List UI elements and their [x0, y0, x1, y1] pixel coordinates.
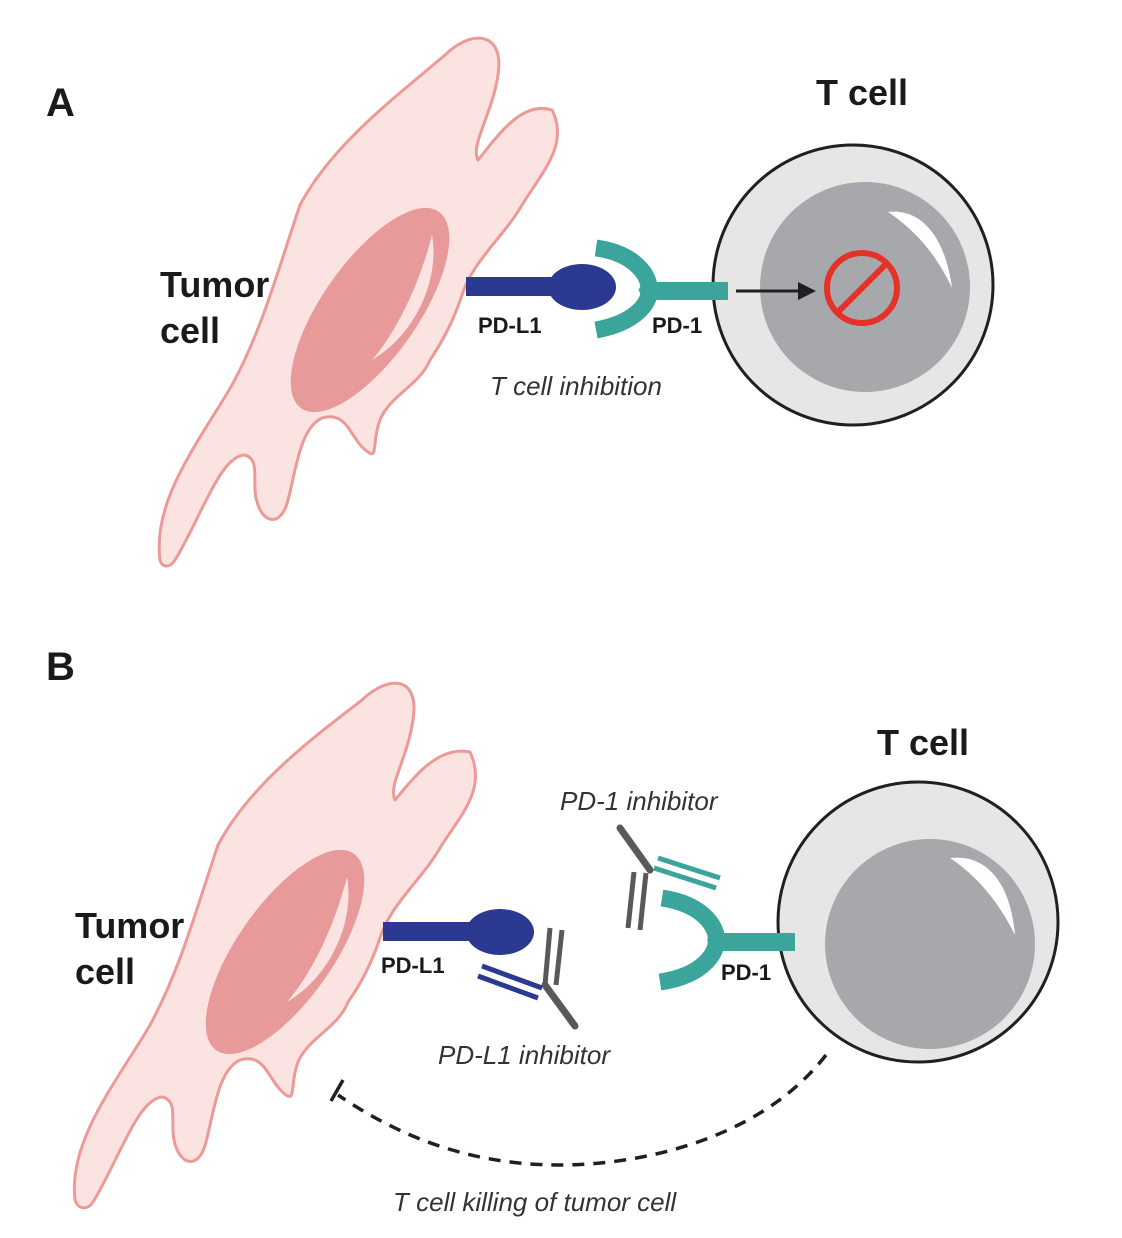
pd1-receptor-b — [658, 889, 795, 991]
panel-b-label: B — [46, 645, 75, 689]
t-cell-a — [711, 143, 995, 427]
killing-label: T cell killing of tumor cell — [393, 1187, 677, 1217]
panel-a: A PD-L1 T cell PD-1 — [46, 36, 995, 568]
t-cell-label-b: T cell — [877, 722, 969, 763]
tumor-nucleus-a — [290, 207, 450, 413]
interaction-label-a: T cell inhibition — [490, 371, 662, 401]
t-cell-label-a: T cell — [816, 72, 908, 113]
pd1-inhibitor-label: PD-1 inhibitor — [560, 786, 719, 816]
pdl1-inhibitor-label: PD-L1 inhibitor — [438, 1040, 611, 1070]
killing-arc — [337, 1053, 828, 1167]
tumor-cell-label-b: Tumor cell — [75, 905, 194, 992]
pdl1-receptor-a — [466, 264, 616, 310]
pdl1-inhibitor-antibody — [477, 927, 579, 1030]
tumor-label-line1-a: Tumor — [160, 264, 269, 305]
t-cell-highlight-b — [950, 857, 1015, 935]
tumor-label-line2-a: cell — [160, 310, 220, 351]
pd1-receptor-a — [594, 239, 728, 339]
pdl1-label-b: PD-L1 — [381, 953, 445, 978]
nucleus-highlight-b — [287, 877, 349, 1002]
pdl1-receptor-b — [383, 909, 534, 955]
pdl1-label-a: PD-L1 — [478, 313, 542, 338]
pd1-label-b: PD-1 — [721, 960, 771, 985]
t-cell-highlight-a — [888, 211, 952, 288]
pd1-inhibitor-antibody — [616, 824, 721, 931]
tumor-label-line2-b: cell — [75, 951, 135, 992]
signal-arrow-a — [736, 282, 816, 300]
panel-a-label: A — [46, 81, 75, 125]
t-cell-b — [776, 780, 1060, 1064]
panel-b: B PD-L1 PD-L1 inhibitor T cell — [46, 645, 1060, 1217]
inhibition-bar — [329, 1079, 345, 1102]
tumor-cell-label-a: Tumor cell — [160, 264, 279, 351]
prohibited-icon — [824, 250, 900, 326]
pd1-label-a: PD-1 — [652, 313, 702, 338]
tumor-nucleus-b — [205, 849, 365, 1055]
tumor-label-line1-b: Tumor — [75, 905, 184, 946]
nucleus-highlight-a — [372, 235, 434, 360]
